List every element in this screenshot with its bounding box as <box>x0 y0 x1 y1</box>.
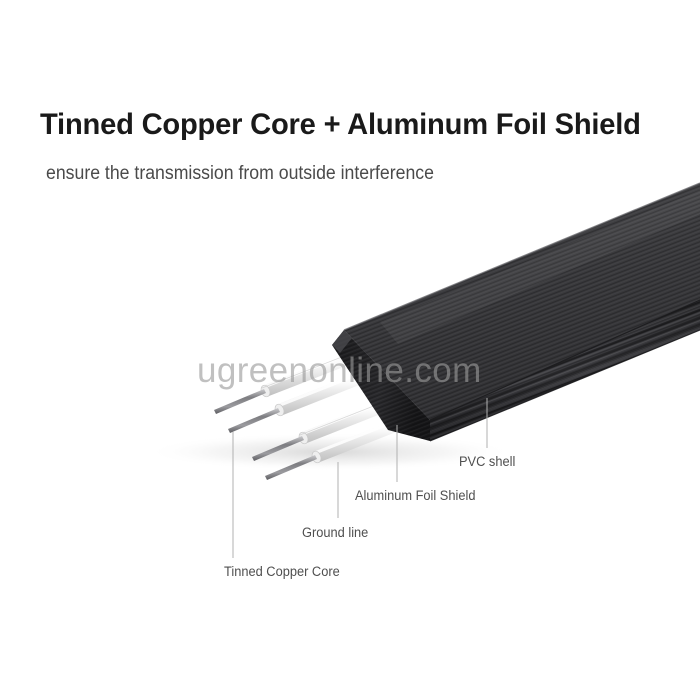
sleeve-highlight <box>313 417 403 455</box>
insulation-sleeve <box>262 351 359 396</box>
bare-conductor-pin <box>214 389 266 414</box>
insulation-sleeve <box>276 370 372 415</box>
bare-conductor-pin <box>252 436 304 461</box>
callout-label-pvc-shell: PVC shell <box>459 454 516 469</box>
jacket-sheen <box>380 190 700 344</box>
bare-conductor-pin <box>228 408 280 433</box>
callout-leader-lines <box>232 398 488 558</box>
page-title: Tinned Copper Core + Aluminum Foil Shiel… <box>40 108 641 141</box>
bare-conductor-pin <box>265 455 317 480</box>
jacket-top-edge-highlight <box>343 182 700 331</box>
jacket-lower-rib-texture <box>430 300 700 441</box>
jacket-fold-edge <box>429 299 700 421</box>
callout-label-aluminum-foil-shield: Aluminum Foil Shield <box>355 488 476 503</box>
insulation-sleeve <box>313 417 409 462</box>
jacket-nose-highlight <box>332 330 352 353</box>
jacket-rib-texture <box>332 183 700 441</box>
jacket-bottom-edge <box>429 329 700 442</box>
sleeve-highlight <box>276 370 366 408</box>
callout-label-ground-line: Ground line <box>302 525 369 540</box>
callout-label-tinned-copper-core: Tinned Copper Core <box>224 564 340 579</box>
page-subtitle: ensure the transmission from outside int… <box>46 163 434 184</box>
insulation-sleeve <box>300 398 396 443</box>
pvc-jacket <box>332 182 700 442</box>
